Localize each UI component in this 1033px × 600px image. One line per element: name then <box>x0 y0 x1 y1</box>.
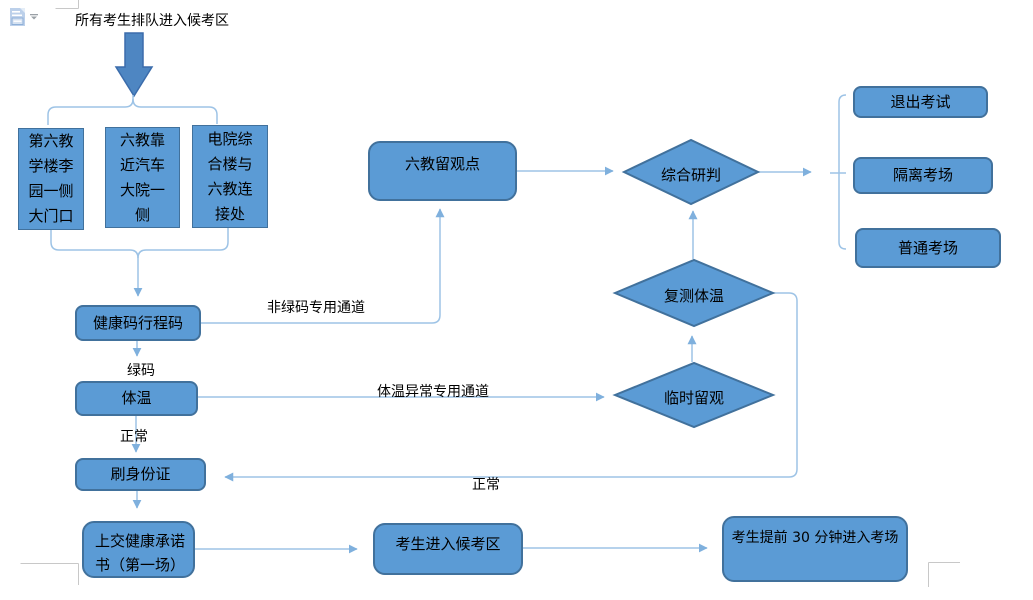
connector-retest-normal-to-id <box>224 292 798 482</box>
connector-split-left <box>47 95 134 125</box>
node-waiting-area[interactable]: 考生进入候考区 <box>373 523 523 575</box>
edge-label-green-code: 绿码 <box>127 363 155 379</box>
decision-judgement[interactable] <box>621 138 761 206</box>
connector-healthcode-to-observation <box>201 208 445 324</box>
decision-retest-temperature[interactable] <box>612 258 776 328</box>
node-id-check[interactable]: 刷身份证 <box>75 458 206 491</box>
node-gate-connection[interactable]: 电院综 合楼与 六教连 接处 <box>192 125 268 228</box>
document-icon[interactable] <box>10 8 25 26</box>
edge-label-normal-retest: 正常 <box>472 477 500 493</box>
page-boundary-mark-top <box>55 0 79 9</box>
decision-label-judgement: 综合研判 <box>660 166 721 184</box>
connector-merge-left-to-healthcode <box>50 230 143 297</box>
decision-label-retest: 复测体温 <box>663 287 724 305</box>
node-normal-room[interactable]: 普通考场 <box>855 228 1001 268</box>
decision-label-temporary: 临时留观 <box>663 389 724 407</box>
edge-label-non-green-channel: 非绿码专用通道 <box>267 300 365 316</box>
node-observation-point[interactable]: 六教留观点 <box>368 141 517 201</box>
flowchart-title: 所有考生排队进入候考区 <box>75 13 229 29</box>
outcome-bracket <box>838 94 847 250</box>
decision-temporary-observation[interactable] <box>612 361 776 429</box>
connector-merge-right <box>137 228 229 259</box>
edge-label-normal-temp: 正常 <box>120 429 148 445</box>
page-boundary-mark-bottom-right <box>928 562 960 587</box>
node-enter-exam-room[interactable]: 考生提前 30 分钟进入考场 <box>722 516 908 582</box>
node-temperature[interactable]: 体温 <box>75 381 198 416</box>
node-gate-liyuan[interactable]: 第六教 学楼李 园一侧 大门口 <box>18 128 84 230</box>
connector-split-right <box>132 98 218 124</box>
node-isolation-room[interactable]: 隔离考场 <box>853 157 993 194</box>
block-down-arrow[interactable] <box>114 32 154 98</box>
node-gate-motorpool[interactable]: 六教靠 近汽车 大院一 侧 <box>105 127 180 228</box>
node-commitment-letter[interactable]: 上交健康承诺 书（第一场） <box>82 521 195 578</box>
node-exit-exam[interactable]: 退出考试 <box>853 86 988 118</box>
chevron-down-icon[interactable] <box>30 14 38 20</box>
node-health-code[interactable]: 健康码行程码 <box>75 305 201 341</box>
page-boundary-mark-bottom-left <box>20 563 79 585</box>
edge-label-abnormal-temp-channel: 体温异常专用通道 <box>377 384 489 400</box>
